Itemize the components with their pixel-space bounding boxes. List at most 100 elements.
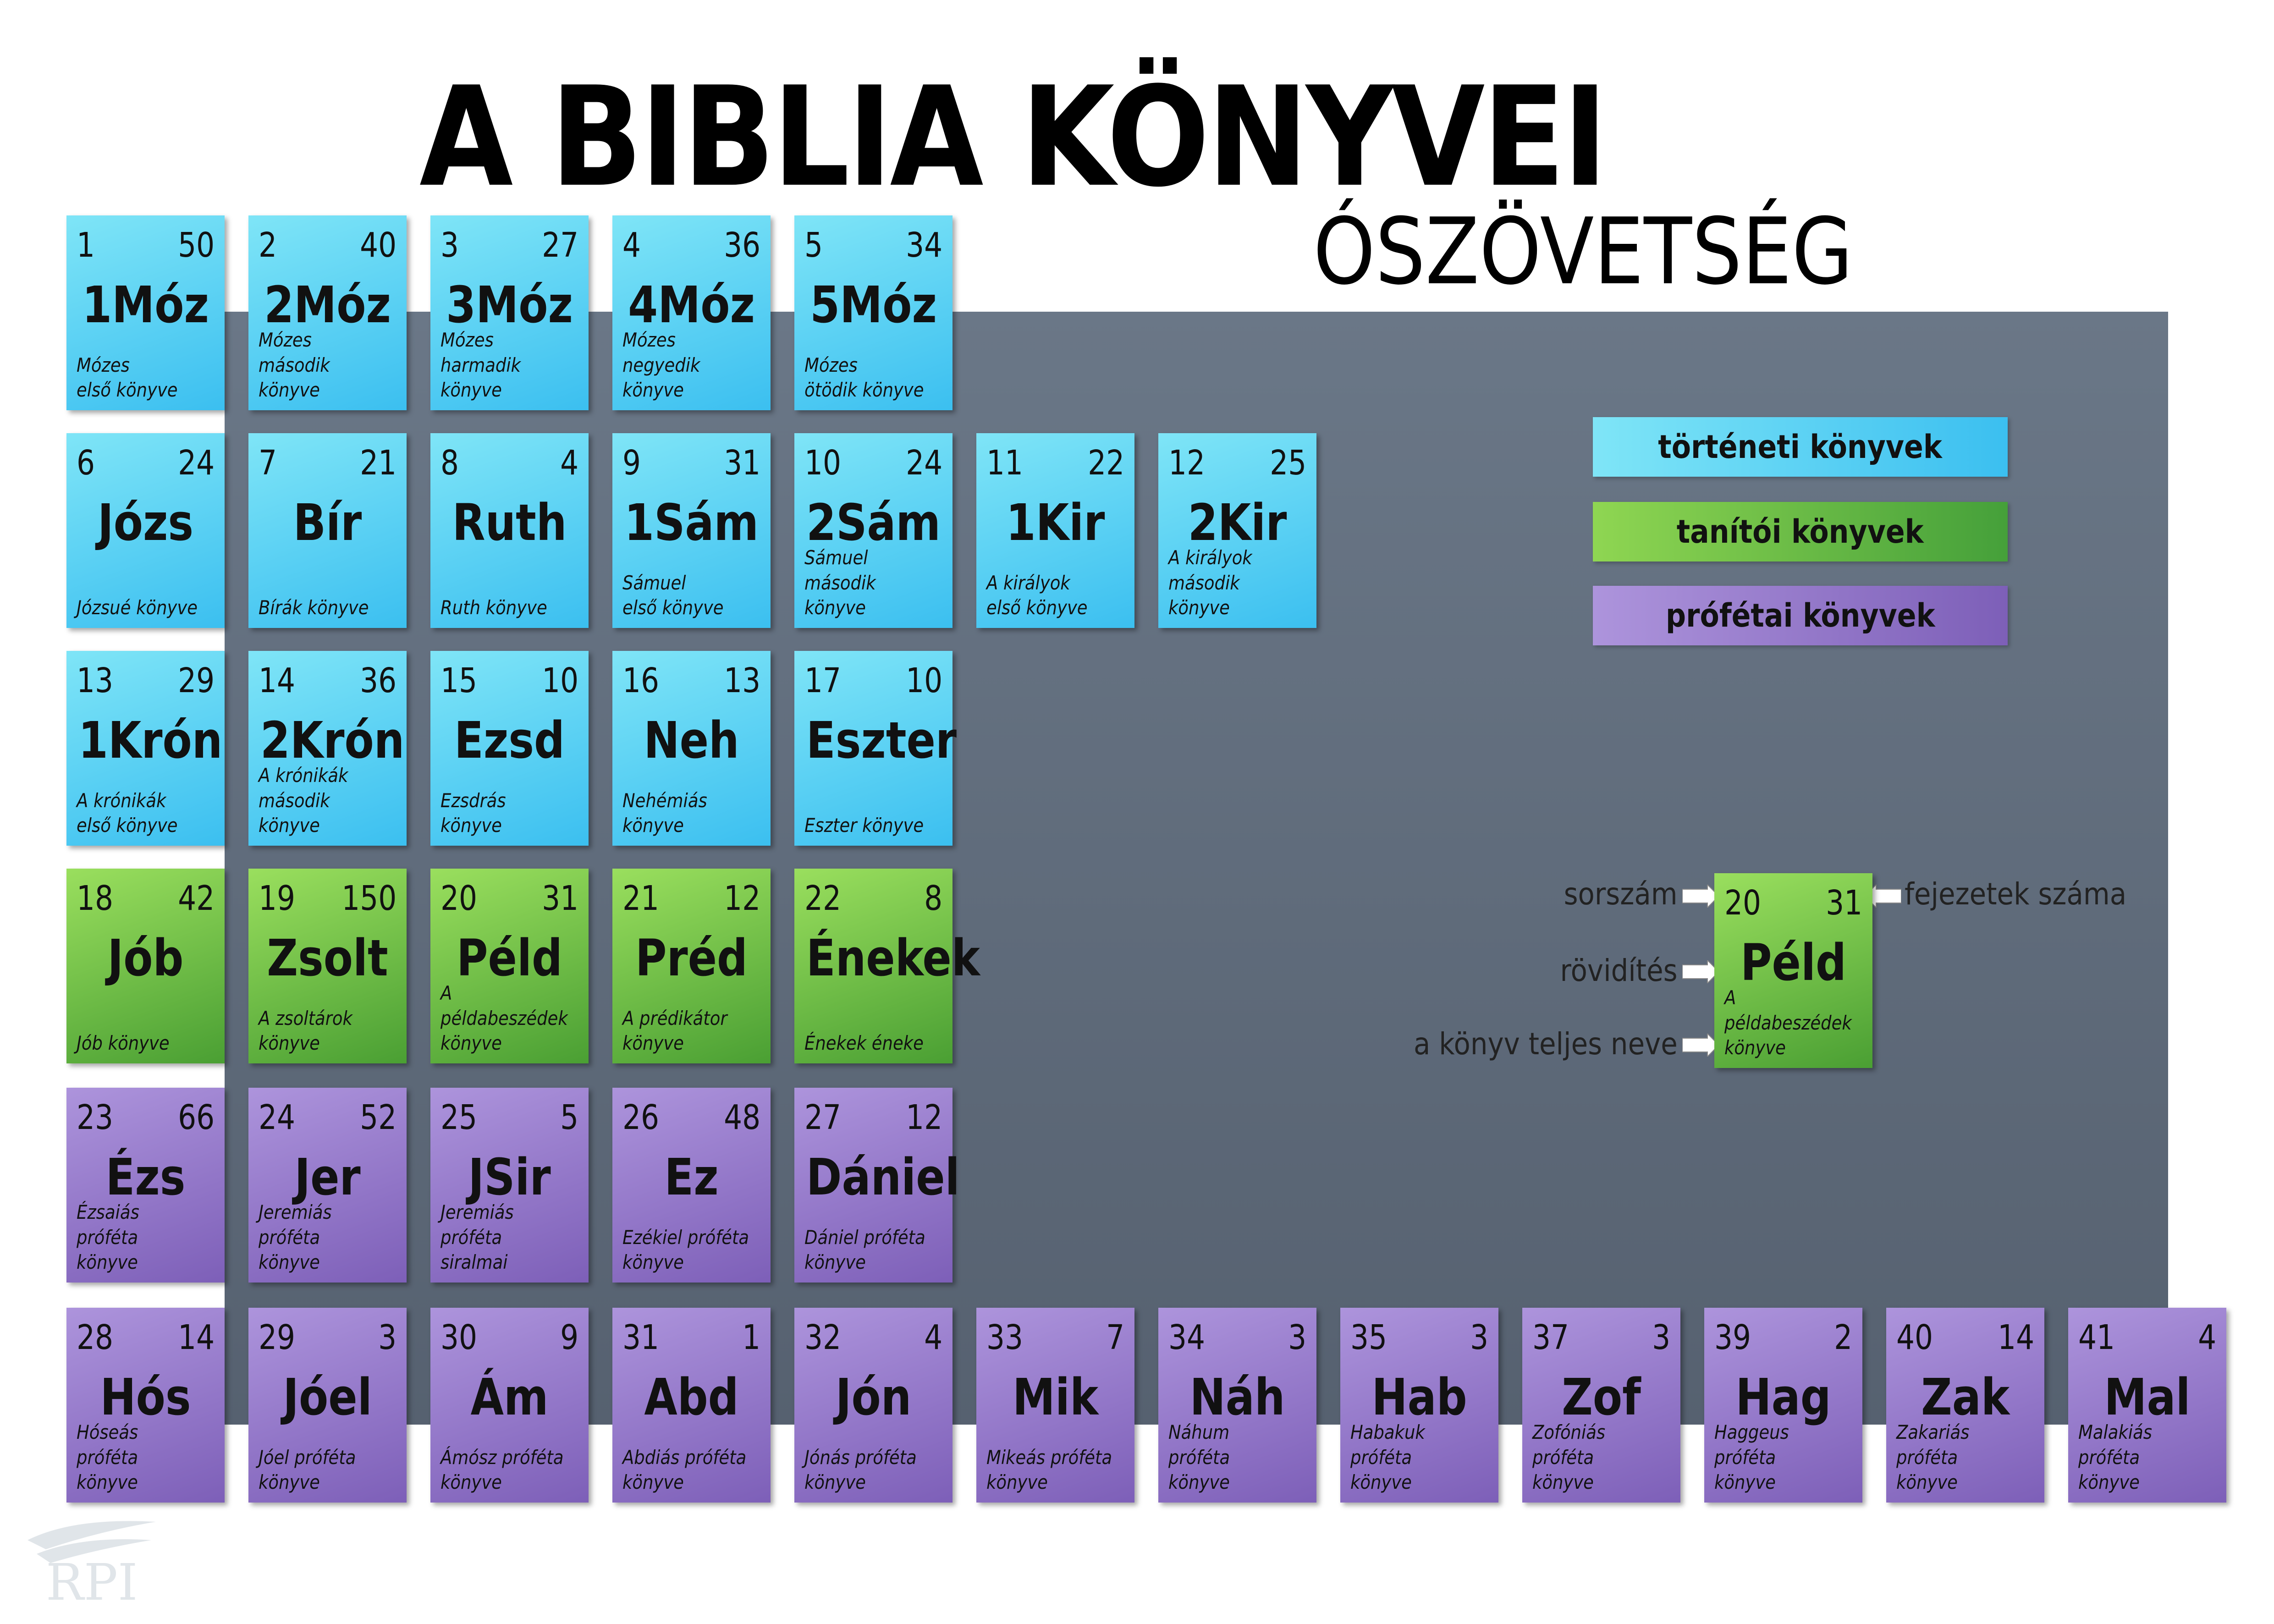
book-number: 29 xyxy=(259,1318,296,1357)
book-chapter-count: 52 xyxy=(359,1098,396,1137)
book-abbreviation: 1Sám xyxy=(624,493,759,552)
book-full-name: Énekek éneke xyxy=(804,1032,924,1055)
book-number: 7 xyxy=(259,443,277,483)
book-number: 39 xyxy=(1714,1318,1751,1357)
book-number: 13 xyxy=(77,661,114,700)
book-chapter-count: 9 xyxy=(560,1318,578,1357)
legend-teaching-label: tanítói könyvek xyxy=(1677,513,1924,551)
book-abbreviation: Ezsd xyxy=(454,711,565,770)
book-full-name: Józsué könyve xyxy=(77,596,198,619)
legend-historical-label: történeti könyvek xyxy=(1658,428,1943,466)
book-abbreviation: Zsolt xyxy=(267,929,388,987)
book-full-name: Hóseás próféta könyve xyxy=(77,1421,138,1494)
arrow-right-icon xyxy=(1682,885,1719,908)
book-chapter-count: 14 xyxy=(1997,1318,2034,1357)
key-fullname-label: a könyv teljes neve xyxy=(1414,1026,1678,1062)
book-abbreviation: Ézs xyxy=(105,1148,186,1206)
book-abbreviation: 1Kir xyxy=(1006,493,1105,552)
book-number: 34 xyxy=(1168,1318,1206,1357)
book-abbreviation: 1Krón xyxy=(78,711,223,770)
book-chapter-count: 8 xyxy=(924,879,942,918)
book-chapter-count: 22 xyxy=(1087,443,1124,483)
book-chapter-count: 31 xyxy=(541,879,578,918)
book-full-name: Dániel próféta könyve xyxy=(804,1226,925,1274)
book-full-name: Mózes ötödik könyve xyxy=(804,353,924,402)
book-full-name: Ezékiel próféta könyve xyxy=(622,1226,749,1274)
arrow-right-icon xyxy=(1682,1034,1719,1057)
book-abbreviation: Jón xyxy=(835,1368,912,1426)
key-number-label: sorszám xyxy=(1564,876,1678,912)
book-chapter-count: 21 xyxy=(359,443,396,483)
book-abbreviation: Zof xyxy=(1562,1368,1641,1426)
svg-text:RPI: RPI xyxy=(46,1553,138,1612)
book-number: 27 xyxy=(804,1098,842,1137)
book-abbreviation: 4Móz xyxy=(628,275,755,334)
book-chapter-count: 4 xyxy=(2197,1318,2216,1357)
book-abbreviation: Préd xyxy=(635,929,748,987)
book-number: 10 xyxy=(804,443,842,483)
book-number: 2 xyxy=(259,226,277,265)
book-number: 25 xyxy=(440,1098,478,1137)
book-chapter-count: 50 xyxy=(177,226,215,265)
book-abbreviation: Mik xyxy=(1012,1368,1099,1426)
book-abbreviation: 1Móz xyxy=(82,275,209,334)
book-full-name: A példabeszédek könyve xyxy=(440,982,568,1055)
book-chapter-count: 2 xyxy=(1834,1318,1852,1357)
legend-prophetic: prófétai könyvek xyxy=(1593,586,2008,645)
book-abbreviation: Jer xyxy=(294,1148,361,1206)
book-full-name: Mózes második könyve xyxy=(259,329,330,402)
book-number: 40 xyxy=(1896,1318,1933,1357)
book-chapter-count: 24 xyxy=(177,443,215,483)
book-number: 28 xyxy=(77,1318,114,1357)
book-chapter-count: 14 xyxy=(177,1318,215,1357)
book-full-name: Abdiás próféta könyve xyxy=(622,1446,747,1494)
book-abbreviation: Hag xyxy=(1735,1368,1831,1426)
book-number: 8 xyxy=(440,443,459,483)
book-full-name: Mózes első könyve xyxy=(77,353,178,402)
book-chapter-count: 36 xyxy=(359,661,396,700)
book-number: 17 xyxy=(804,661,842,700)
book-abbreviation: Mal xyxy=(2104,1368,2191,1426)
book-chapter-count: 10 xyxy=(905,661,942,700)
book-chapter-count: 13 xyxy=(723,661,760,700)
book-abbreviation: 2Kir xyxy=(1188,493,1287,552)
book-number: 14 xyxy=(259,661,296,700)
book-full-name: Ezsdrás könyve xyxy=(440,789,506,837)
book-full-name: Jóel próféta könyve xyxy=(259,1446,356,1494)
book-number: 12 xyxy=(1168,443,1206,483)
book-chapter-count: 150 xyxy=(341,879,396,918)
key-tile-fullname: A példabeszédek könyve xyxy=(1724,986,1852,1059)
book-abbreviation: 2Móz xyxy=(264,275,391,334)
book-number: 33 xyxy=(986,1318,1024,1357)
book-abbreviation: Dániel xyxy=(806,1148,960,1206)
book-full-name: Ruth könyve xyxy=(440,596,547,619)
book-abbreviation: Énekek xyxy=(806,929,980,987)
book-abbreviation: Hós xyxy=(100,1368,191,1426)
book-abbreviation: 5Móz xyxy=(810,275,937,334)
book-full-name: Jeremiás próféta siralmai xyxy=(440,1201,514,1274)
book-abbreviation: 2Sám xyxy=(806,493,941,552)
book-full-name: Mikeás próféta könyve xyxy=(986,1446,1112,1494)
book-number: 41 xyxy=(2078,1318,2115,1357)
book-full-name: Jónás próféta könyve xyxy=(804,1446,917,1494)
book-full-name: Zakariás próféta könyve xyxy=(1896,1421,1970,1494)
book-abbreviation: Ez xyxy=(664,1148,719,1206)
